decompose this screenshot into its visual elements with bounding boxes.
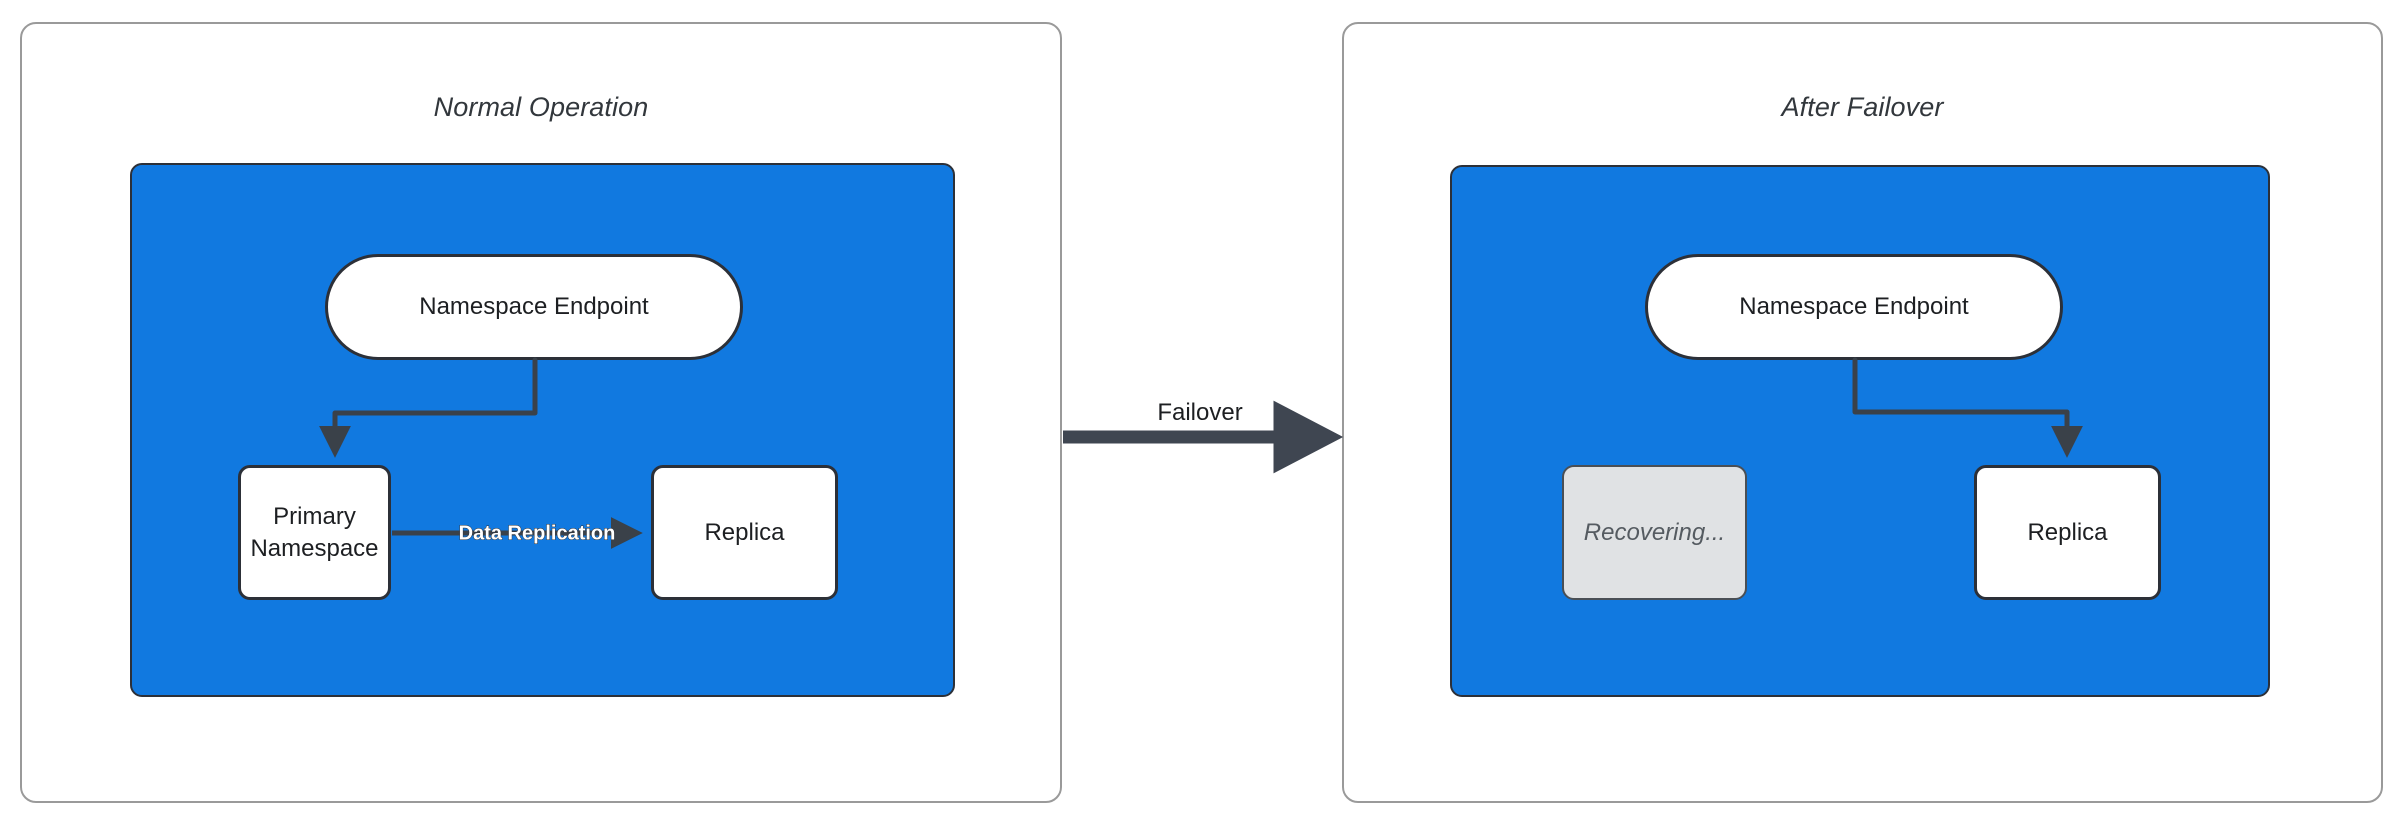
blue-region-failover: [1450, 165, 2270, 697]
node-replica-failover[interactable]: Replica: [1974, 465, 2161, 600]
node-label: Namespace Endpoint: [1739, 293, 1969, 321]
node-label-line-1: Primary: [273, 503, 356, 531]
node-label: Recovering...: [1583, 518, 1726, 546]
node-namespace-endpoint-normal[interactable]: Namespace Endpoint: [325, 254, 743, 360]
node-label: Replica: [704, 518, 785, 546]
node-primary-namespace[interactable]: Primary Namespace: [238, 465, 391, 600]
node-recovering[interactable]: Recovering...: [1562, 465, 1747, 600]
edge-label-data-replication: Data Replication: [458, 522, 616, 545]
node-namespace-endpoint-failover[interactable]: Namespace Endpoint: [1645, 254, 2063, 360]
blue-region-normal: [130, 163, 955, 697]
node-label: Replica: [2027, 518, 2108, 546]
node-label: Namespace Endpoint: [419, 293, 649, 321]
node-label-line-2: Namespace: [250, 534, 379, 562]
node-replica-normal[interactable]: Replica: [651, 465, 838, 600]
panel-normal-operation-title: Normal Operation: [433, 92, 649, 122]
node-label: Primary Namespace: [250, 501, 378, 563]
edge-label-failover: Failover: [1157, 399, 1243, 426]
panel-after-failover-title: After Failover: [1781, 92, 1944, 122]
